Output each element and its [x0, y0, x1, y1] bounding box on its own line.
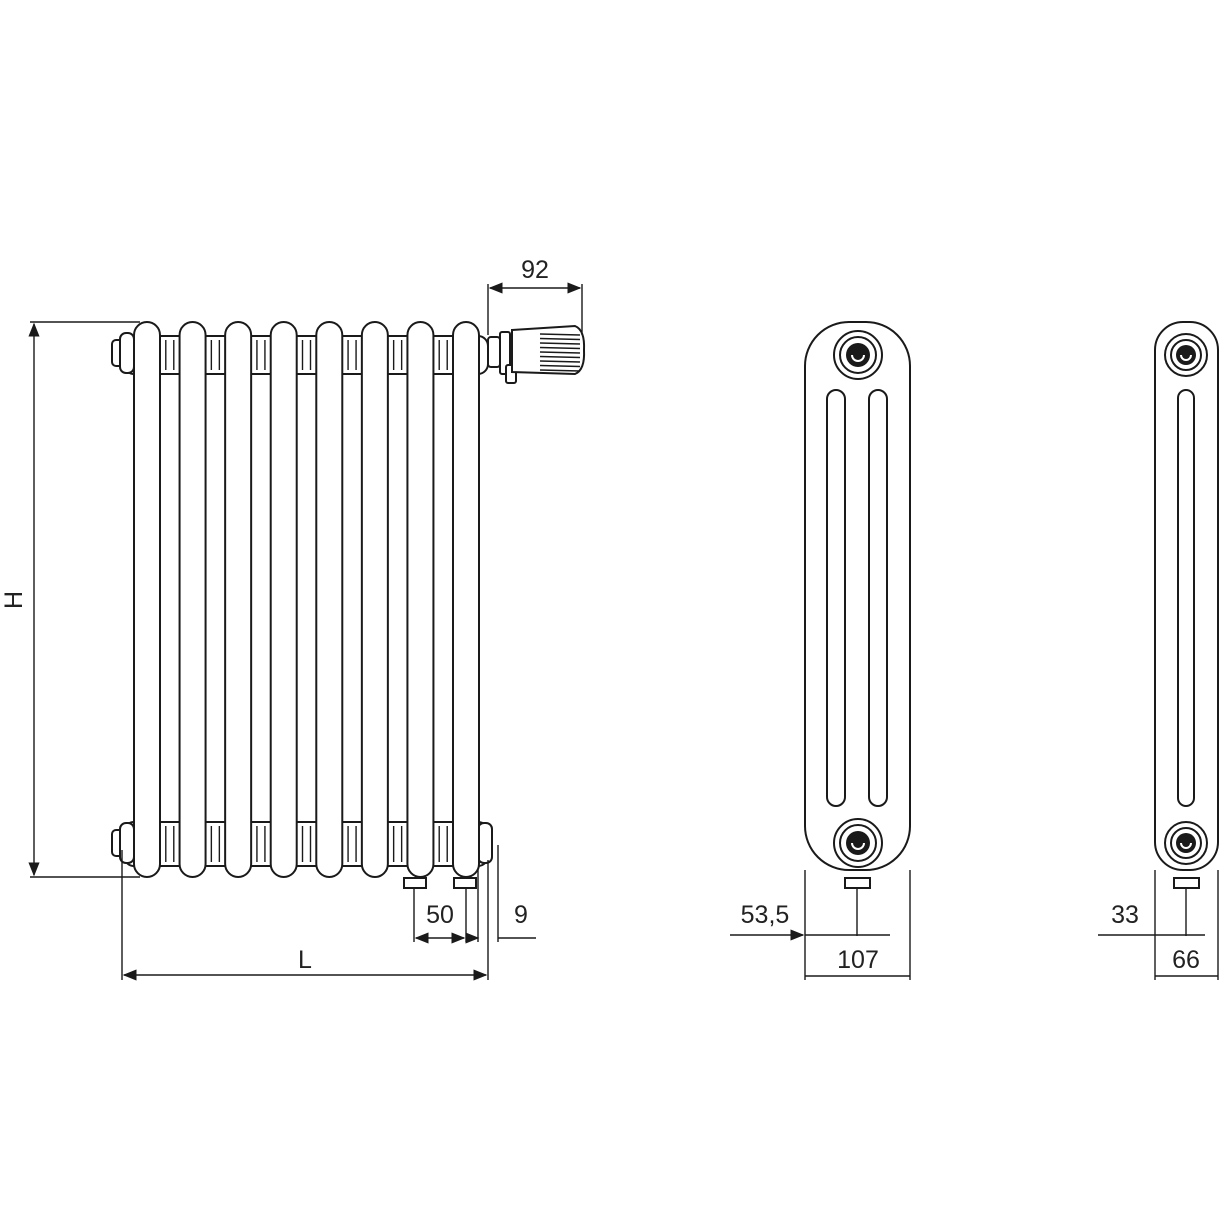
radiator-column [452, 321, 480, 878]
valve-knurl-line [539, 333, 581, 336]
valve-knurl-line [539, 364, 581, 368]
top-connection-icon [1164, 333, 1208, 377]
dim-center-3col-label: 53,5 [741, 901, 790, 929]
valve-knurl-line [539, 342, 581, 345]
thermostatic-valve-icon [487, 324, 586, 384]
dim-depth-1col-label: 66 [1172, 946, 1200, 974]
radiator-column [360, 321, 389, 878]
dim-depth-3col-label: 107 [837, 946, 879, 974]
bottom-connection-icon [1164, 821, 1208, 865]
front-view [111, 321, 586, 889]
dim-length-label: L [298, 946, 312, 974]
radiator-column [269, 321, 298, 878]
dim-pipe-spacing-label: 50 [426, 901, 454, 929]
left-top-plug-nut [119, 332, 135, 374]
dim-offset-label: 9 [514, 901, 528, 929]
right-bottom-plug [477, 822, 493, 864]
valve-knurl-line [539, 369, 581, 372]
valve-knurl-line [539, 351, 581, 354]
valve-knurl-line [539, 337, 581, 341]
side-view-1-column: 33 66 [1098, 321, 1219, 980]
outlet-pipe [453, 877, 477, 889]
bottom-connection-icon [833, 818, 883, 868]
dim-center-1col-label: 33 [1111, 901, 1139, 929]
radiator-column [178, 321, 207, 878]
side-view-3-column: 53,5 107 [730, 321, 911, 980]
radiator-column [224, 321, 253, 878]
valve-knurl-line [539, 360, 581, 363]
valve-knurl-line [539, 346, 581, 350]
inlet-pipe [403, 877, 427, 889]
dim-valve-label: 92 [521, 256, 549, 284]
dim-height-label: H [0, 591, 28, 609]
radiator-column [315, 321, 344, 878]
valve-knurl-line [539, 355, 581, 359]
radiator-column [406, 321, 435, 878]
radiator-columns [133, 321, 480, 878]
radiator-column [133, 321, 161, 878]
top-connection-icon [833, 330, 883, 380]
front-dimensions: H L 50 9 92 [0, 256, 583, 981]
